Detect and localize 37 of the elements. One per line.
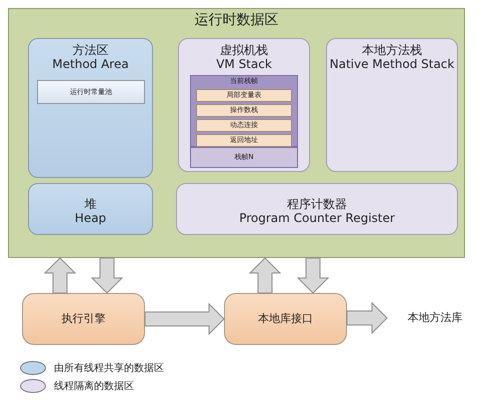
block-arrow xyxy=(296,258,330,294)
engine-box xyxy=(224,293,347,345)
stack-frame-box xyxy=(190,75,298,147)
area-label: Native Method Stack xyxy=(330,57,454,72)
area-label: VM Stack xyxy=(216,57,272,72)
block-arrow xyxy=(346,302,388,334)
box-label: 执行引擎 xyxy=(62,312,106,326)
thread-area-box xyxy=(326,38,458,172)
data-area-panel xyxy=(8,8,465,258)
frame-item-box xyxy=(196,89,292,102)
shared-area-box xyxy=(28,38,153,178)
area-label: 虚拟机栈 xyxy=(220,43,268,58)
thread-area-box xyxy=(178,38,310,172)
frame-item-box xyxy=(196,134,292,147)
area-label: Heap xyxy=(74,211,106,226)
frame-item-box xyxy=(196,119,292,132)
block-arrow xyxy=(248,257,282,294)
area-label: 本地方法栈 xyxy=(362,43,422,58)
legend-text: 线程隔离的数据区 xyxy=(54,380,134,393)
area-label: 程序计数器 xyxy=(287,196,347,211)
engine-box xyxy=(22,293,145,345)
thread-area-box xyxy=(176,183,458,235)
box-label: 本地库接口 xyxy=(258,312,313,326)
constant-pool-box xyxy=(37,80,145,104)
area-label: 堆 xyxy=(84,196,96,211)
library-label: 本地方法库 xyxy=(408,311,462,325)
area-label: Program Counter Register xyxy=(239,211,395,226)
block-arrow xyxy=(44,257,76,294)
block-arrow xyxy=(90,258,124,294)
area-label: 方法区 xyxy=(72,43,108,58)
stack-frame-box xyxy=(190,147,298,168)
frame-item-box xyxy=(196,104,292,117)
legend-text: 由所有线程共享的数据区 xyxy=(54,362,164,375)
panel-title: 运行时数据区 xyxy=(194,12,278,29)
shared-area-box xyxy=(28,183,153,235)
area-label: Method Area xyxy=(52,57,129,72)
block-arrow xyxy=(144,302,225,336)
